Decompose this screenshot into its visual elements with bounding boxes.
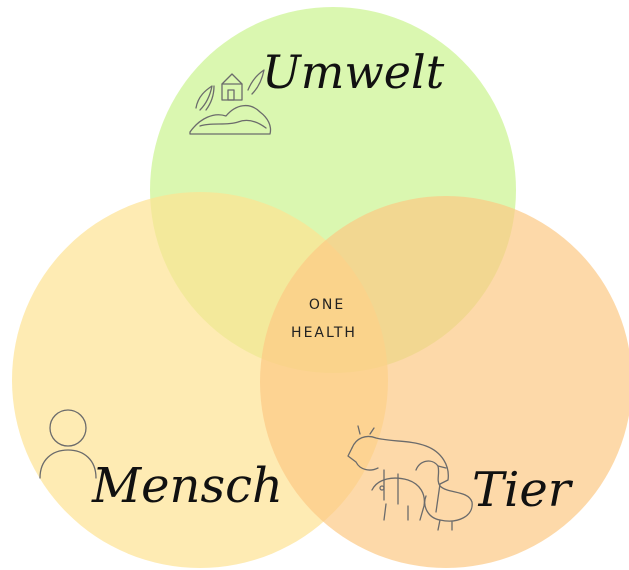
label-tier: Tier <box>472 462 574 518</box>
label-umwelt: Umwelt <box>262 45 445 99</box>
center-label-line-2: HEALTH <box>291 325 357 341</box>
center-label-line-1: ONE <box>309 297 345 313</box>
circle-tier <box>260 196 629 568</box>
label-mensch: Mensch <box>91 458 283 514</box>
